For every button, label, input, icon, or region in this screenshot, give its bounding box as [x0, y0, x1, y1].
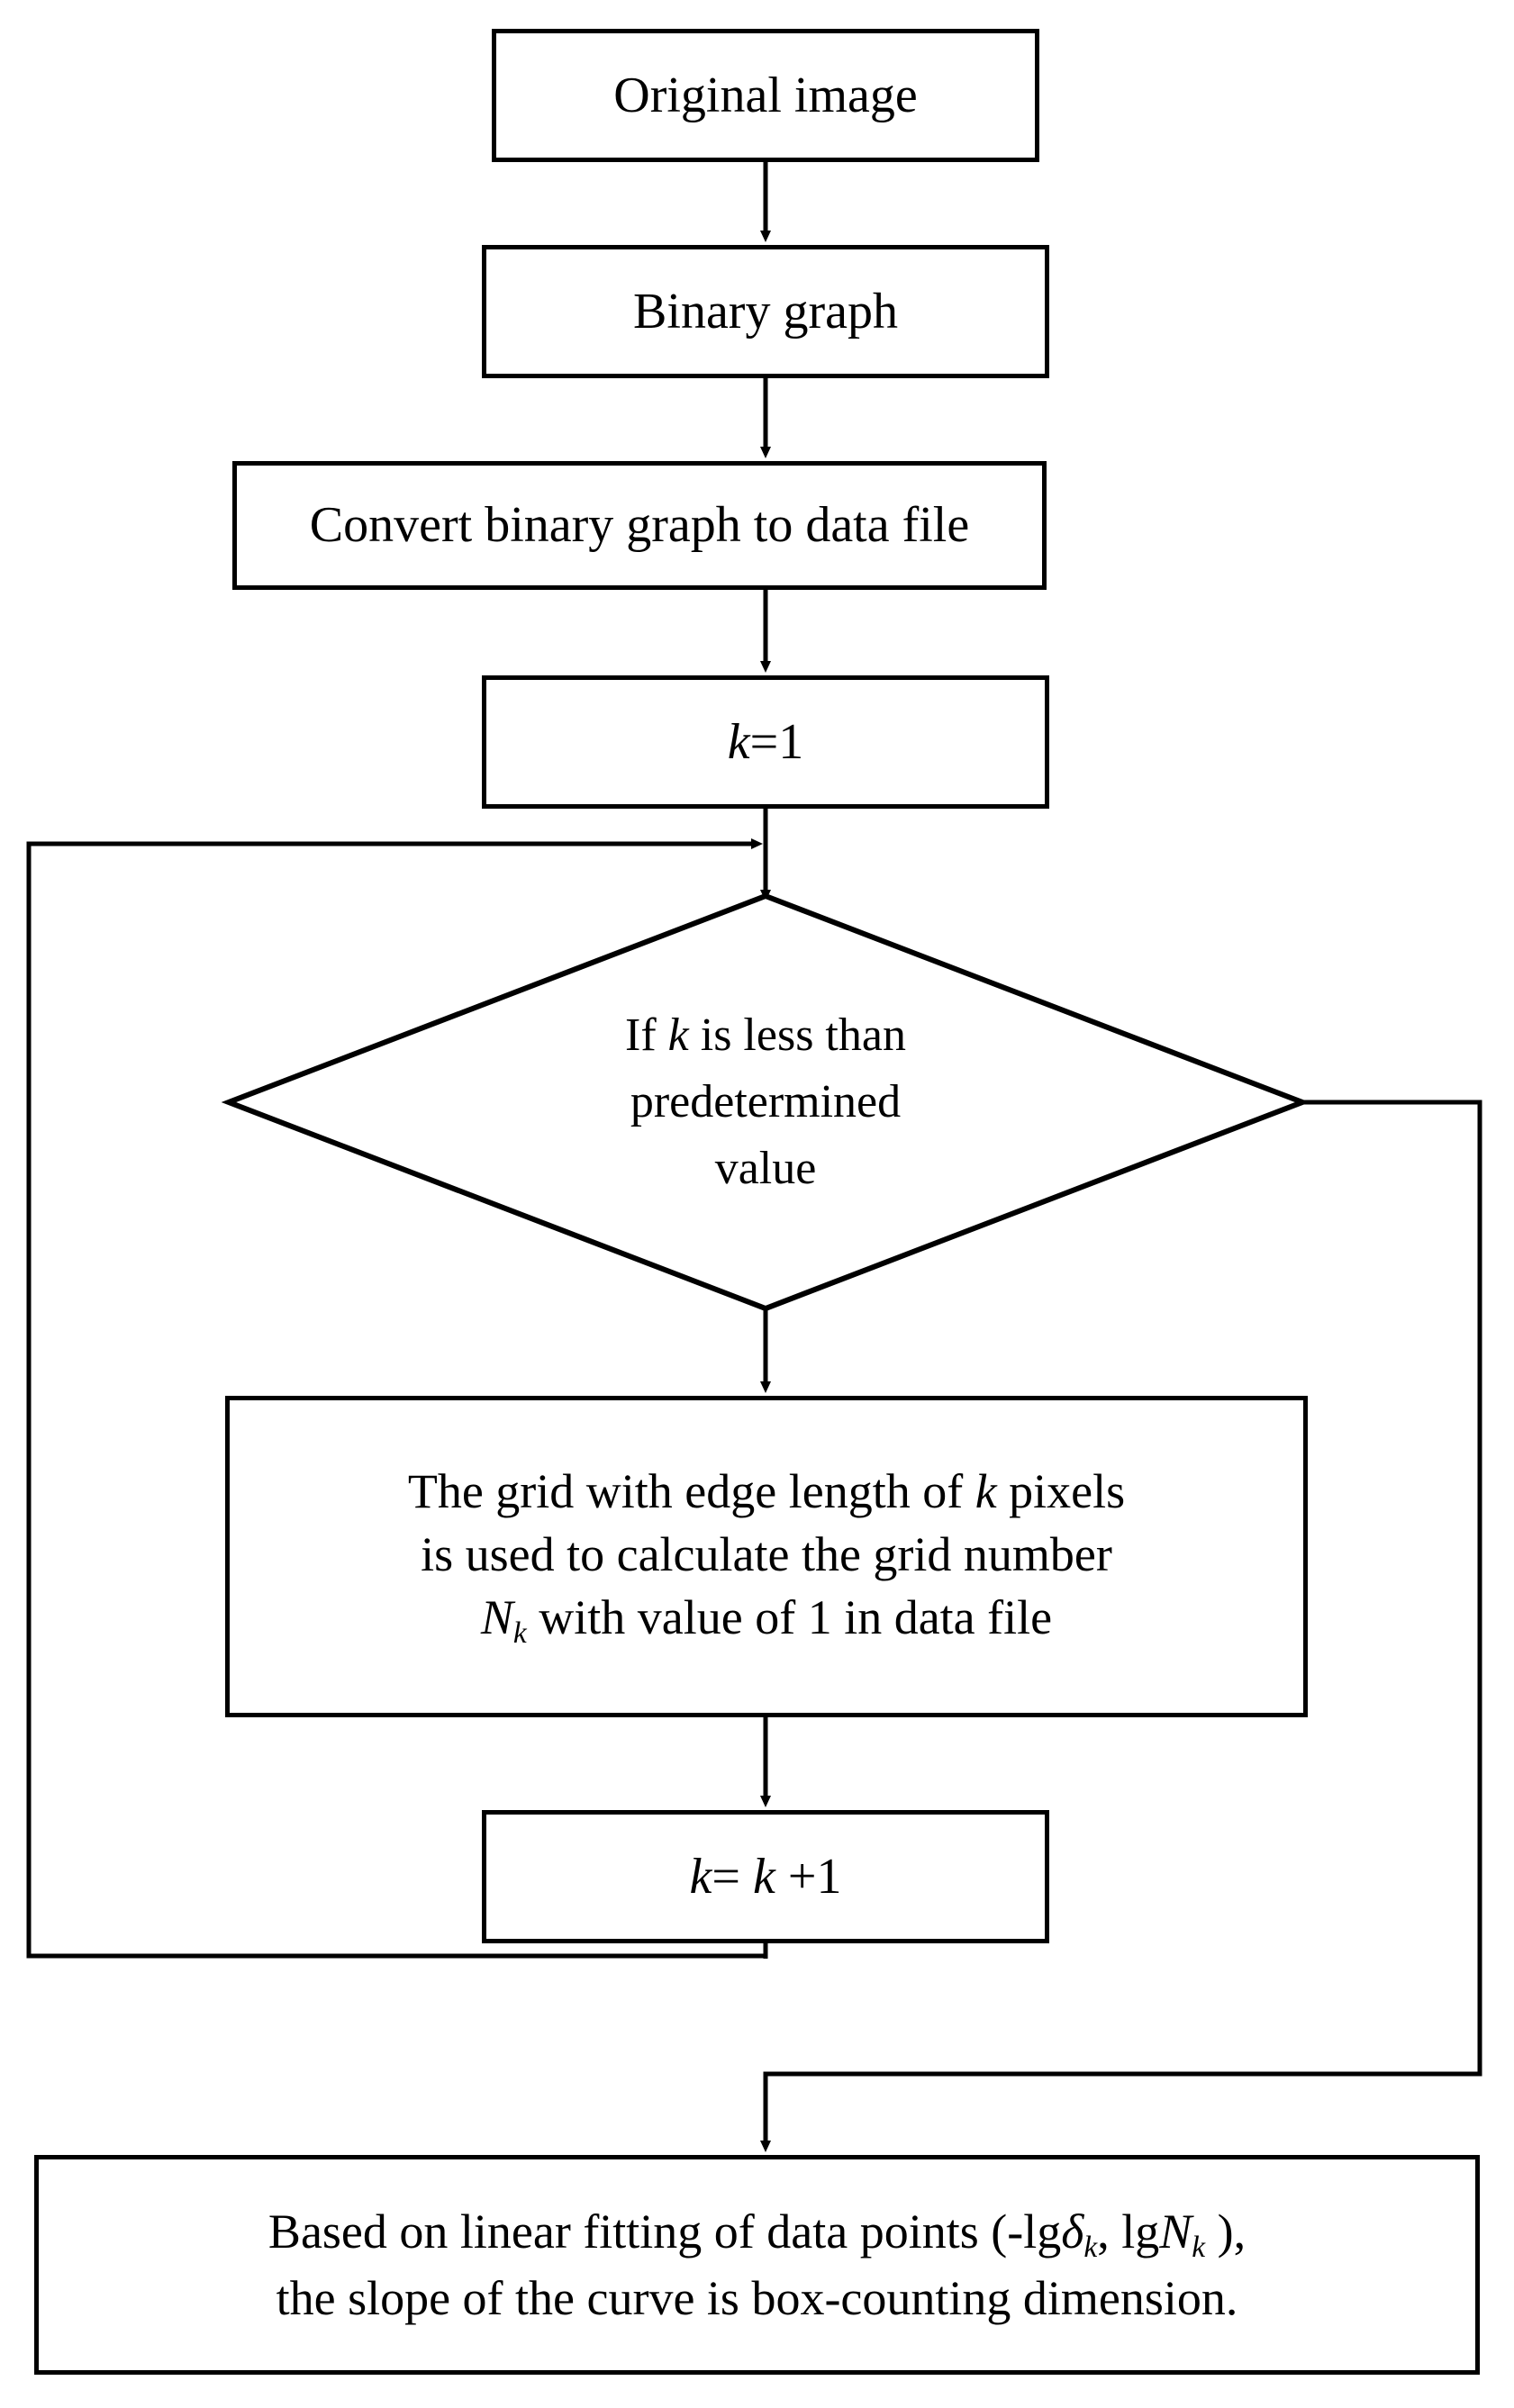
node-linear-fitting-label: Based on linear fitting of data points (…: [267, 2204, 1247, 2326]
node-binary-graph-label: Binary graph: [633, 283, 898, 339]
node-k-increment-label: k= k +1: [689, 1848, 842, 1905]
node-original-image-label: Original image: [613, 67, 918, 123]
node-convert-binary-graph-label: Convert binary graph to data file: [309, 497, 970, 554]
node-k-init-label: k=1: [727, 713, 804, 770]
edge-decision-to-linearfitting: [760, 1100, 1482, 2152]
node-convert-binary-graph[interactable]: Convert binary graph to data file: [232, 461, 1047, 590]
node-linear-fitting[interactable]: Based on linear fitting of data points (…: [34, 2155, 1480, 2375]
node-k-increment[interactable]: k= k +1: [482, 1810, 1049, 1943]
node-binary-graph[interactable]: Binary graph: [482, 245, 1049, 378]
node-k-init[interactable]: k=1: [482, 675, 1049, 809]
edge-loopback-left: [26, 838, 766, 1959]
node-original-image[interactable]: Original image: [492, 29, 1039, 162]
decision-diamond-outline: [221, 892, 1310, 1312]
